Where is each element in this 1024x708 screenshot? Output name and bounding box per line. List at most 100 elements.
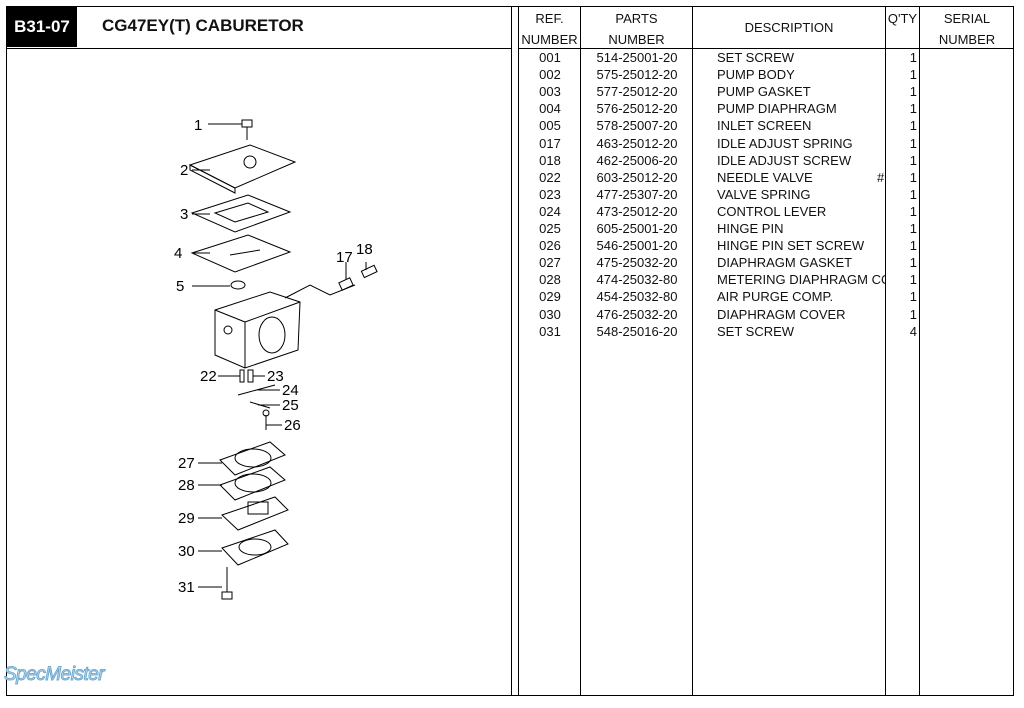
callout-1: 1 [194, 117, 202, 134]
qty-cell: 1 [909, 255, 917, 271]
carburetor-body [214, 284, 356, 369]
description-cell: INLET SCREEN [717, 118, 812, 134]
callout-22: 22 [200, 368, 217, 385]
callout-29: 29 [178, 510, 195, 527]
part-number-cell: 477-25307-20 [596, 186, 678, 202]
callout-17: 17 [336, 249, 353, 266]
part-number-cell: 576-25012-20 [596, 101, 678, 117]
part-number-cell: 473-25012-20 [596, 203, 678, 219]
callout-23: 23 [267, 368, 284, 385]
part-number-cell: 546-25001-20 [596, 238, 678, 254]
part-4-pump-diaphragm [190, 234, 292, 273]
col-header-ref: REF.NUMBER [521, 11, 578, 47]
part-number-cell: 462-25006-20 [596, 152, 678, 168]
callout-25: 25 [282, 397, 299, 414]
table-row: 027 475-25032-20 DIAPHRAGM GASKET 1 [0, 254, 1024, 271]
ref-cell: 027 [539, 255, 561, 271]
ref-cell: 002 [539, 67, 561, 83]
header-divider-left [6, 48, 511, 49]
divider-double-b [518, 6, 519, 696]
part-number-cell: 514-25001-20 [596, 50, 678, 65]
description-cell: PUMP DIAPHRAGM [717, 101, 837, 117]
qty-cell: 1 [909, 118, 917, 134]
description-cell: SET SCREW [717, 323, 795, 339]
col-divider-qty [919, 6, 920, 696]
description-cell: DIAPHRAGM GASKET [717, 255, 853, 271]
description-cell: HINGE PIN [717, 221, 784, 236]
qty-cell: 1 [909, 152, 917, 168]
mark-cell: # [877, 169, 885, 185]
description-cell: PUMP BODY [717, 67, 795, 83]
qty-cell: 4 [909, 323, 917, 339]
qty-cell: 1 [909, 289, 917, 305]
callout-24: 24 [282, 382, 299, 399]
qty-cell: 1 [909, 306, 917, 322]
ref-cell: 003 [539, 84, 561, 100]
description-cell: AIR PURGE COMP. [717, 289, 834, 305]
part-number-cell: 475-25032-20 [596, 255, 678, 271]
table-row: 024 473-25012-20 CONTROL LEVER 1 [0, 203, 1024, 220]
qty-cell: 1 [909, 186, 917, 202]
part-number-cell: 463-25012-20 [596, 135, 678, 151]
description-cell: DIAPHRAGM COVER [717, 306, 846, 322]
part-number-cell: 605-25001-20 [596, 221, 678, 236]
callout-4: 4 [174, 245, 182, 262]
callout-28: 28 [178, 477, 195, 494]
page-frame [6, 6, 1014, 696]
description-cell: CONTROL LEVER [717, 203, 827, 219]
part-3-pump-gasket [190, 194, 292, 233]
description-cell: NEEDLE VALVE [717, 169, 813, 185]
ref-cell: 028 [539, 272, 561, 288]
col-divider-ref [580, 6, 581, 696]
col-divider-parts [692, 6, 693, 696]
ref-cell: 005 [539, 118, 561, 134]
callout-27: 27 [178, 455, 195, 472]
description-cell: IDLE ADJUST SCREW [717, 152, 852, 168]
part-number-cell: 603-25012-20 [596, 169, 678, 185]
qty-cell: 1 [909, 221, 917, 236]
part-2-pump-body [188, 144, 297, 189]
callout-18: 18 [356, 241, 373, 258]
qty-cell: 1 [909, 272, 917, 288]
table-row: 026 546-25001-20 HINGE PIN SET SCREW 1 [0, 237, 1024, 254]
part-27-30-diaphragm-stack [219, 441, 289, 566]
description-cell: HINGE PIN SET SCREW [717, 238, 865, 254]
part-number-cell: 578-25007-20 [596, 118, 678, 134]
ref-cell: 024 [539, 203, 561, 219]
callout-30: 30 [178, 543, 195, 560]
qty-cell: 1 [909, 203, 917, 219]
description-cell: IDLE ADJUST SPRING [717, 135, 853, 151]
page-title: CG47EY(T) CABURETOR [102, 16, 304, 35]
part-number-cell: 575-25012-20 [596, 67, 678, 83]
part-31-set-screw [221, 567, 233, 600]
part-2-pump-body-side [189, 164, 236, 194]
part-number-cell: 577-25012-20 [596, 84, 678, 100]
ref-cell: 026 [539, 238, 561, 254]
divider-double-a [511, 6, 512, 696]
part-number-cell: 548-25016-20 [596, 323, 678, 339]
ref-cell: 022 [539, 169, 561, 185]
ref-cell: 017 [539, 135, 561, 151]
part-1-set-screw [241, 119, 253, 140]
header-divider-right [518, 48, 1014, 49]
qty-cell: 1 [909, 238, 917, 254]
ref-cell: 030 [539, 306, 561, 322]
part-17-18-idle-spring-screw [338, 264, 378, 291]
callout-2: 2 [180, 162, 188, 179]
ref-cell: 001 [539, 50, 561, 65]
callout-5: 5 [176, 278, 184, 295]
description-cell: PUMP GASKET [717, 84, 811, 100]
callout-31: 31 [178, 579, 195, 596]
part-number-cell: 454-25032-80 [596, 289, 678, 305]
